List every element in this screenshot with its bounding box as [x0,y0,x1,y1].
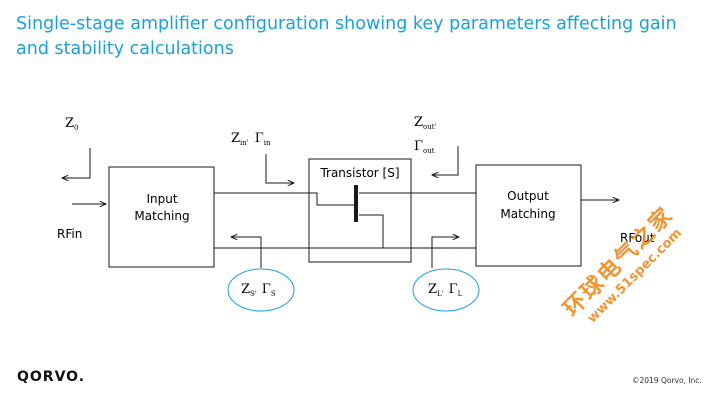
output-matching-box [475,164,582,267]
zs-gamma-s-label: ZS'ΓS [241,282,276,298]
transistor-box [308,158,412,263]
transistor-gate-lead [309,192,354,206]
zs-arrow [231,237,262,268]
output-matching-line2: Matching [500,207,555,221]
input-matching-line2: Matching [134,209,189,223]
zl-gamma-l-label: ZL'ΓL [428,282,463,298]
zs-gamma-s-ellipse [227,268,295,312]
copyright-notice: ©2019 Qorvo, Inc. [632,376,702,385]
z0-label: Z0 [65,116,79,132]
qorvo-logo: QORVO. [17,369,86,385]
output-matching-line1: Output [507,189,549,203]
rfout-label: RFout [620,231,655,245]
transistor-source-lead [359,214,384,248]
input-matching-line1: Input [146,192,177,206]
transistor-label: Transistor [S] [319,166,399,180]
rfin-label: RFin [57,227,82,241]
zl-arrow [431,237,459,268]
zin-gamma-in-label: Zin'Γin [231,131,271,147]
zout-label: Zout' [414,115,437,131]
page-title: Single-stage amplifier configuration sho… [16,14,677,59]
zl-gamma-l-ellipse [412,268,480,312]
input-matching-box [108,166,215,268]
z0-reflection-arrow [62,148,91,178]
zin-arrow [265,154,294,183]
zout-arrow [432,146,459,175]
gamma-out-label: Γout [414,139,435,155]
